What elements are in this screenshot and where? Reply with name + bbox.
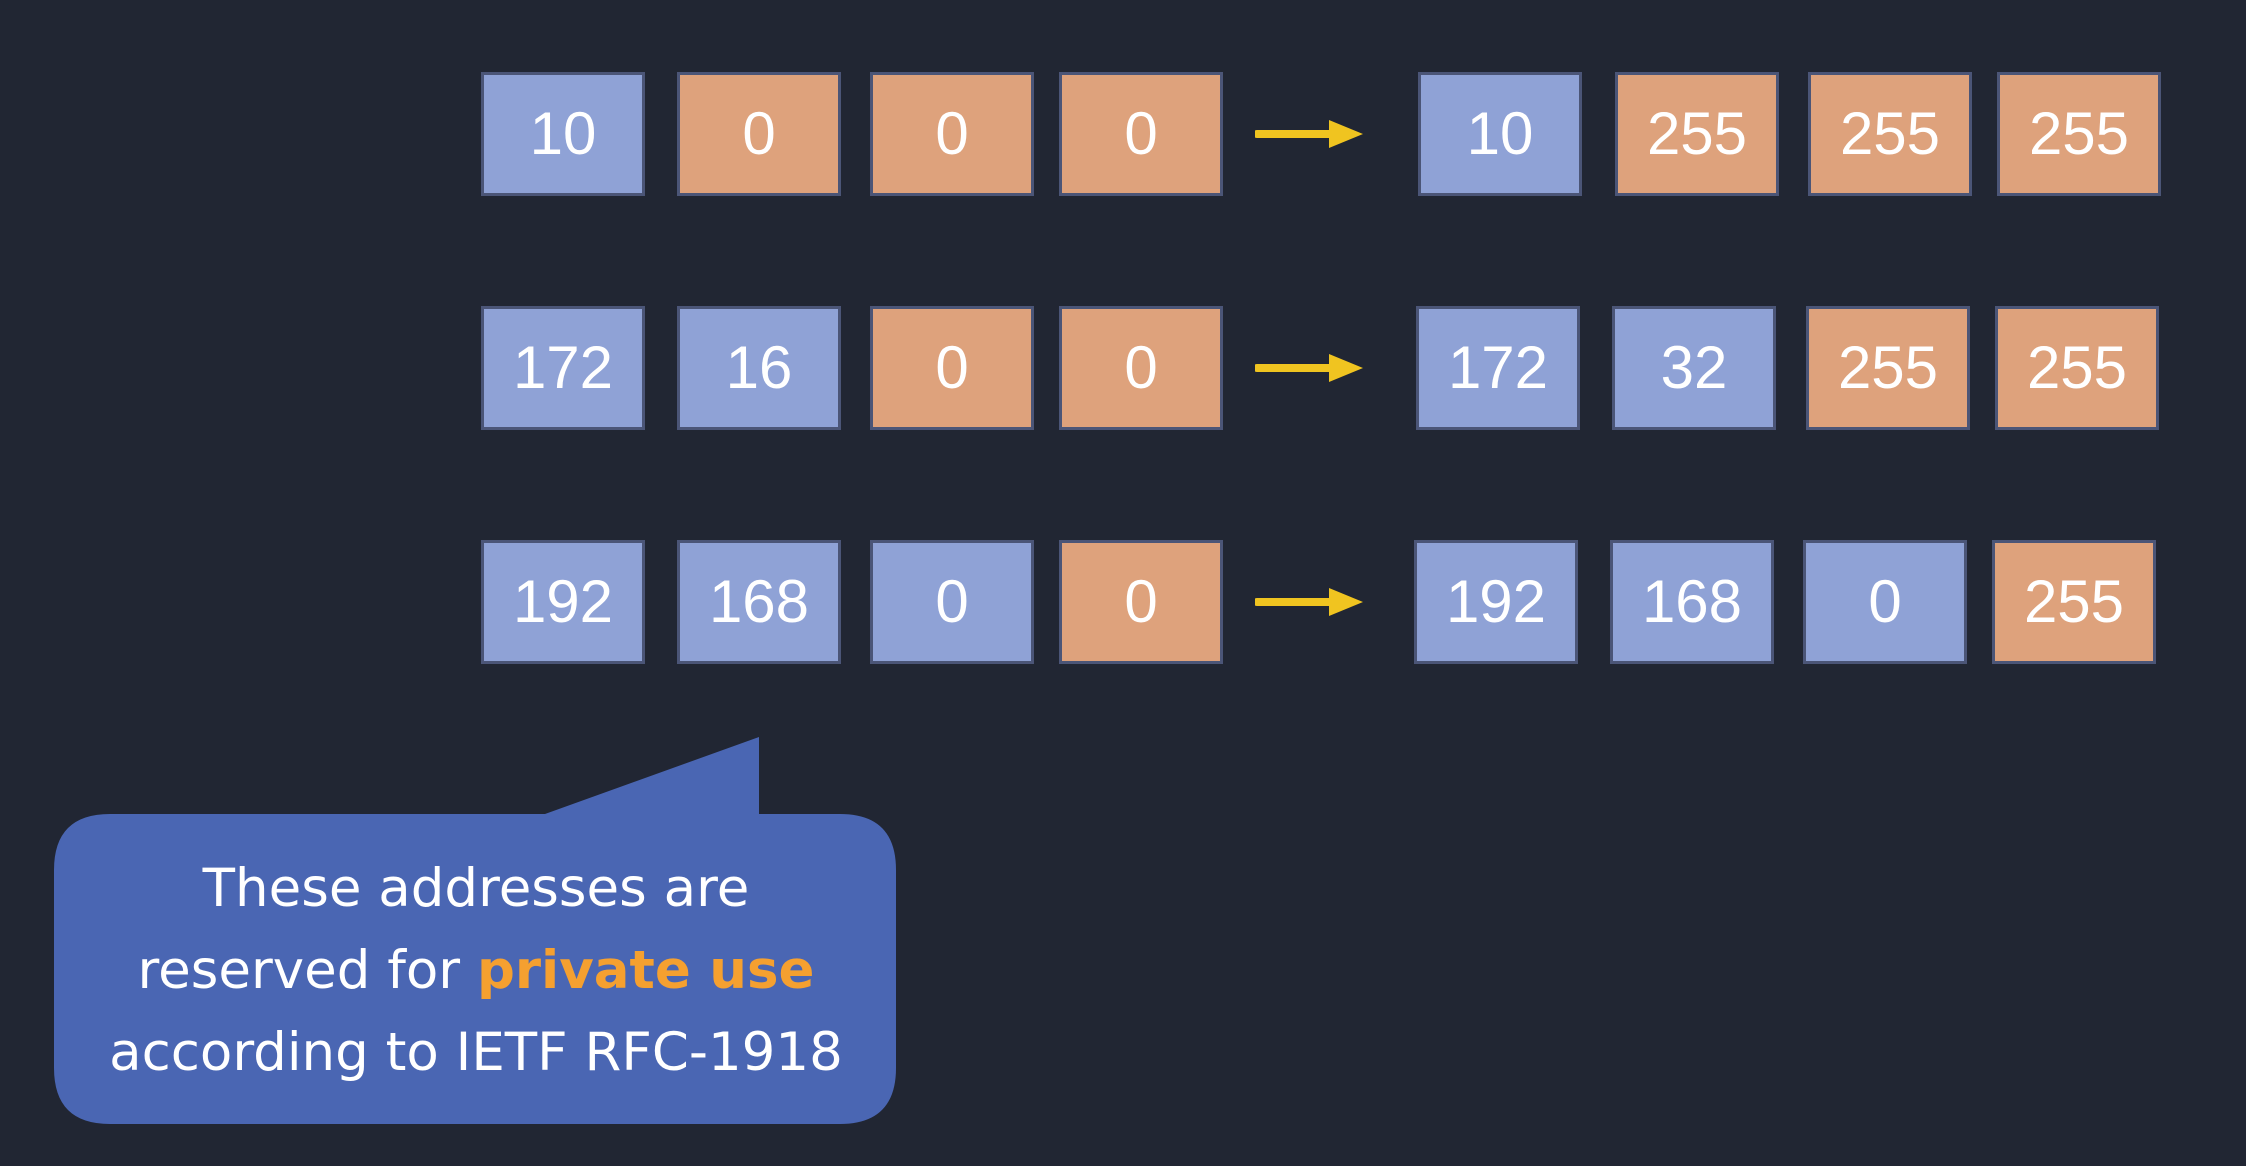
ip-range-row: 10 0 0 0 10 255 255 255 [0, 72, 2246, 196]
end-octet: 10 [1418, 72, 1582, 196]
end-octet: 0 [1803, 540, 1967, 664]
end-octet: 255 [1806, 306, 1970, 430]
callout-line-3: according to IETF RFC-1918 [109, 1022, 843, 1083]
callout-text: These addresses are reserved for private… [56, 848, 896, 1094]
callout-line-2-prefix: reserved for [137, 940, 477, 1001]
right-arrow-icon [1255, 588, 1363, 616]
start-octet: 0 [677, 72, 841, 196]
end-octet: 172 [1416, 306, 1580, 430]
end-octet: 255 [1808, 72, 1972, 196]
callout-line-1: These addresses are [202, 858, 750, 919]
end-octet: 255 [1615, 72, 1779, 196]
start-octet: 0 [1059, 72, 1223, 196]
start-octet: 172 [481, 306, 645, 430]
start-octet: 10 [481, 72, 645, 196]
private-use-highlight: private use [476, 940, 815, 1001]
start-octet: 0 [870, 540, 1034, 664]
end-octet: 192 [1414, 540, 1578, 664]
end-octet: 255 [1995, 306, 2159, 430]
right-arrow-icon [1255, 354, 1363, 382]
start-octet: 0 [870, 72, 1034, 196]
end-octet: 255 [1992, 540, 2156, 664]
callout-line-2: reserved for private use [56, 930, 896, 1012]
end-octet: 32 [1612, 306, 1776, 430]
right-arrow-icon [1255, 120, 1363, 148]
start-octet: 0 [1059, 306, 1223, 430]
ip-range-row: 172 16 0 0 172 32 255 255 [0, 306, 2246, 430]
start-octet: 0 [1059, 540, 1223, 664]
start-octet: 168 [677, 540, 841, 664]
end-octet: 168 [1610, 540, 1774, 664]
start-octet: 192 [481, 540, 645, 664]
end-octet: 255 [1997, 72, 2161, 196]
start-octet: 0 [870, 306, 1034, 430]
start-octet: 16 [677, 306, 841, 430]
ip-range-row: 192 168 0 0 192 168 0 255 [0, 540, 2246, 664]
